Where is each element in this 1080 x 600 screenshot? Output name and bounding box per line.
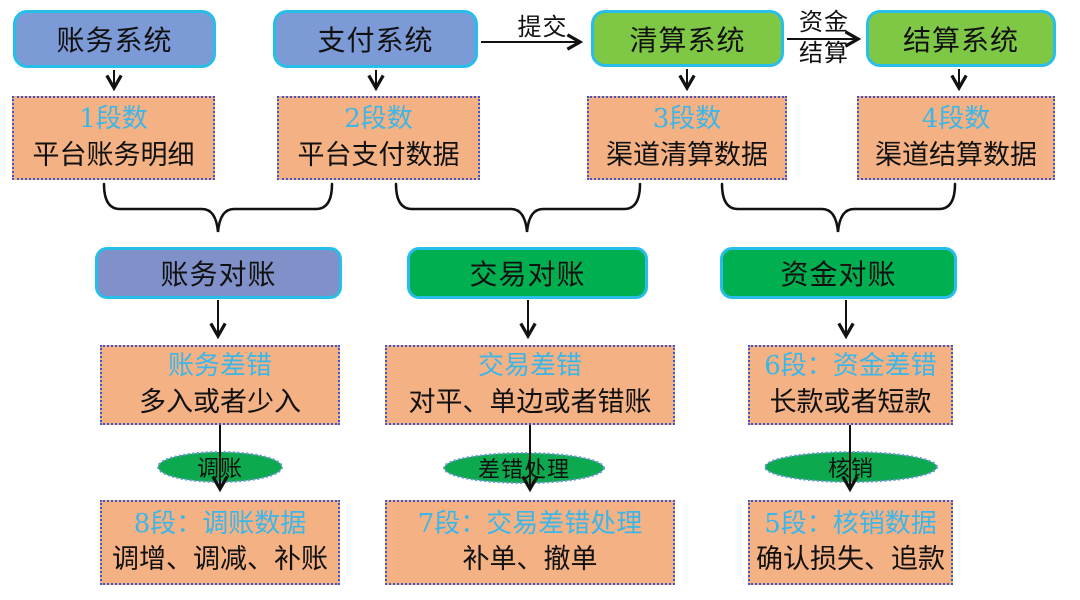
- action-ellipses: [157, 451, 938, 484]
- result-desc: 确认损失、追款: [756, 544, 945, 576]
- diff-desc: 长款或者短款: [769, 386, 932, 418]
- diff-tag: 交易差错: [477, 351, 582, 382]
- result-tag: 7段：交易差错处理: [417, 508, 643, 539]
- data-box-segment2: 2段数 平台支付数据: [277, 96, 480, 180]
- data-box-segment4: 4段数 渠道结算数据: [857, 96, 1055, 180]
- segment-desc: 渠道结算数据: [875, 139, 1037, 171]
- result-box-writeoff: 5段：核销数据 确认损失、追款: [748, 500, 953, 585]
- action-label-adjust: 调账: [196, 457, 244, 482]
- system-label: 账务系统: [56, 24, 173, 57]
- recon-box-accounting: 账务对账: [95, 247, 342, 299]
- flow-label-line: 结算: [799, 39, 849, 67]
- diff-box-accounting: 账务差错 多入或者少入: [100, 345, 340, 425]
- segment-desc: 平台支付数据: [297, 139, 460, 171]
- segment-tag: 4段数: [921, 104, 991, 135]
- result-tag: 5段：核销数据: [764, 508, 937, 539]
- system-to-data-arrows: [105, 69, 968, 92]
- recon-box-transaction: 交易对账: [407, 247, 648, 299]
- data-box-segment3: 3段数 渠道清算数据: [587, 96, 787, 180]
- flow-label-submit: 提交: [517, 13, 568, 41]
- system-label: 结算系统: [902, 23, 1019, 57]
- segment-tag: 1段数: [79, 104, 148, 135]
- data-box-segment1: 1段数 平台账务明细: [12, 96, 215, 180]
- result-box-diff-handling: 7段：交易差错处理 补单、撤单: [385, 500, 675, 585]
- result-tag: 8段：调账数据: [133, 508, 307, 539]
- result-box-adjustment: 8段：调账数据 调增、调减、补账: [100, 500, 340, 585]
- diff-desc: 多入或者少入: [139, 386, 301, 418]
- segment-tag: 3段数: [652, 104, 722, 135]
- segment-desc: 平台账务明细: [32, 139, 195, 171]
- system-box-accounting: 账务系统: [13, 10, 216, 68]
- system-box-settlement: 结算系统: [866, 10, 1056, 67]
- diff-to-result-arrows: [211, 425, 859, 493]
- recon-label: 账务对账: [160, 258, 277, 291]
- system-box-clearing: 清算系统: [591, 10, 784, 67]
- diff-tag: 账务差错: [167, 351, 272, 382]
- diff-tag: 6段：资金差错: [764, 351, 937, 382]
- result-desc: 调增、调减、补账: [112, 544, 328, 576]
- recon-label: 交易对账: [469, 258, 586, 291]
- segment-desc: 渠道清算数据: [606, 139, 768, 171]
- recon-box-fund: 资金对账: [720, 247, 957, 299]
- merge-braces: [102, 182, 957, 233]
- diff-box-transaction: 交易差错 对平、单边或者错账: [385, 345, 675, 425]
- segment-tag: 2段数: [344, 104, 413, 135]
- result-desc: 补单、撤单: [462, 544, 598, 576]
- system-label: 支付系统: [317, 24, 434, 57]
- action-label-writeoff: 核销: [827, 457, 875, 482]
- recon-label: 资金对账: [780, 258, 897, 291]
- system-label: 清算系统: [629, 23, 746, 57]
- diff-desc: 对平、单边或者错账: [408, 386, 652, 418]
- diff-box-fund: 6段：资金差错 长款或者短款: [748, 345, 953, 425]
- system-box-payment: 支付系统: [273, 10, 478, 68]
- action-label-handle: 差错处理: [477, 458, 571, 483]
- flow-label-fund-settle: 资金 结算: [794, 7, 854, 69]
- flow-label-line: 资金: [799, 8, 849, 36]
- recon-to-diff-arrows: [209, 300, 855, 340]
